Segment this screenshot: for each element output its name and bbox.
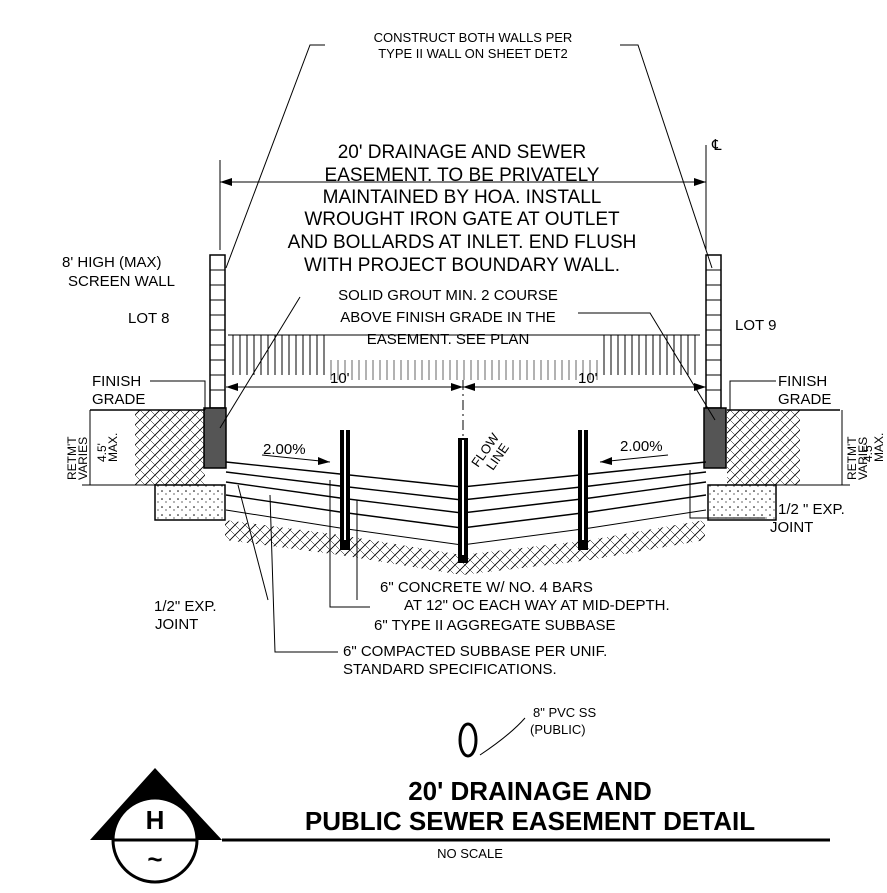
title-line-2: PUBLIC SEWER EASEMENT DETAIL [305,806,755,836]
svg-text:JOINT: JOINT [770,519,813,536]
soil-hatching [90,409,840,575]
max-right-label: 4.5' MAX. [861,433,886,462]
svg-text:RETM'T: RETM'T [65,436,79,480]
detail-title: 20' DRAINAGE AND PUBLIC SEWER EASEMENT D… [222,776,830,861]
grout-note-line-1: SOLID GROUT MIN. 2 COURSE [338,287,558,304]
svg-text:6" COMPACTED SUBBASE PER UNIF.: 6" COMPACTED SUBBASE PER UNIF. [343,643,607,660]
walls-note-line-1: CONSTRUCT BOTH WALLS PER [374,30,573,45]
half-width-dimension [226,383,706,391]
max-left-label: 4.5' MAX. [95,433,120,462]
detail-marker: H ~ [90,768,222,884]
grout-note-line-2: ABOVE FINISH GRADE IN THE [340,309,556,326]
easement-note-line-3: MAINTAINED BY HOA. INSTALL [323,187,602,208]
svg-text:GRADE: GRADE [92,391,145,408]
svg-text:VARIES: VARIES [856,437,870,480]
compacted-note: 6" COMPACTED SUBBASE PER UNIF. STANDARD … [343,643,607,678]
screen-wall-note: 8' HIGH (MAX) SCREEN WALL [62,254,175,290]
svg-text:FINISH: FINISH [778,373,827,390]
easement-note-line-6: WITH PROJECT BOUNDARY WALL. [304,255,620,276]
svg-text:STANDARD SPECIFICATIONS.: STANDARD SPECIFICATIONS. [343,661,557,678]
svg-text:AT 12" OC EACH WAY AT MID-DEPT: AT 12" OC EACH WAY AT MID-DEPTH. [404,597,670,614]
easement-note-line-5: AND BOLLARDS AT INLET. END FLUSH [288,232,637,253]
slope-arrows [261,454,669,465]
bollards [340,428,588,563]
leader-lines [150,44,776,756]
svg-text:(PUBLIC): (PUBLIC) [530,722,586,737]
svg-text:1/2" EXP.: 1/2" EXP. [154,598,217,615]
svg-text:MAX.: MAX. [106,433,120,462]
easement-note-line-2: EASEMENT. TO BE PRIVATELY [325,165,600,186]
centerline-symbol: ℄ [711,137,722,154]
screen-wall-line-2: SCREEN WALL [68,273,175,290]
grout-note: SOLID GROUT MIN. 2 COURSE ABOVE FINISH G… [338,287,558,348]
pvc-sewer-callout: 8" PVC SS (PUBLIC) [458,705,596,758]
svg-text:4.5': 4.5' [95,443,109,462]
lot-right-label: LOT 9 [735,317,776,334]
easement-note-line-4: WROUGHT IRON GATE AT OUTLET [304,209,620,230]
retmt-left-label: RETM'T VARIES [65,436,90,480]
dim-left-label: 10' [330,370,350,387]
exp-joint-left-note: 1/2" EXP. JOINT [154,598,217,633]
slope-left-label: 2.00% [263,441,306,458]
lot-left-label: LOT 8 [128,310,169,327]
right-screen-wall [703,254,777,521]
svg-text:VARIES: VARIES [76,437,90,480]
screen-wall-line-1: 8' HIGH (MAX) [62,254,162,271]
scale-label: NO SCALE [437,846,503,861]
svg-text:MAX.: MAX. [872,433,886,462]
flow-line-label: FLOW LINE [468,430,512,473]
svg-text:RETM'T: RETM'T [845,436,859,480]
retmt-dimension-right [776,410,850,486]
svg-text:GRADE: GRADE [778,391,831,408]
svg-text:6" CONCRETE W/ NO. 4 BARS: 6" CONCRETE W/ NO. 4 BARS [380,579,593,596]
grout-note-line-3: EASEMENT. SEE PLAN [367,331,530,348]
retmt-dimension-left [82,410,155,486]
detail-letter: H [146,805,165,835]
easement-dimension [220,178,706,186]
concrete-note: 6" CONCRETE W/ NO. 4 BARS AT 12" OC EACH… [380,579,670,614]
retmt-right-label: RETM'T VARIES [845,436,870,480]
svg-text:FINISH: FINISH [92,373,141,390]
svg-text:8" PVC SS: 8" PVC SS [533,705,596,720]
easement-note-line-1: 20' DRAINAGE AND SEWER [338,142,587,163]
pipe-symbol [458,722,478,758]
wrought-iron-gate [228,334,700,380]
svg-text:JOINT: JOINT [155,616,198,633]
exp-joint-right-note: 1/2 " EXP. JOINT [770,501,845,536]
walls-note: CONSTRUCT BOTH WALLS PER TYPE II WALL ON… [374,30,573,61]
title-line-1: 20' DRAINAGE AND [408,776,652,806]
sheet-reference: ~ [147,844,162,874]
walls-note-line-2: TYPE II WALL ON SHEET DET2 [378,46,568,61]
svg-text:4.5': 4.5' [861,443,875,462]
finish-grade-right: FINISH GRADE [778,373,831,408]
finish-grade-left: FINISH GRADE [92,373,145,408]
slope-right-label: 2.00% [620,438,663,455]
aggregate-note: 6" TYPE II AGGREGATE SUBBASE [374,617,616,634]
easement-note: 20' DRAINAGE AND SEWER EASEMENT. TO BE P… [288,142,637,276]
dim-right-label: 10' [578,370,598,387]
svg-text:1/2 " EXP.: 1/2 " EXP. [778,501,845,518]
